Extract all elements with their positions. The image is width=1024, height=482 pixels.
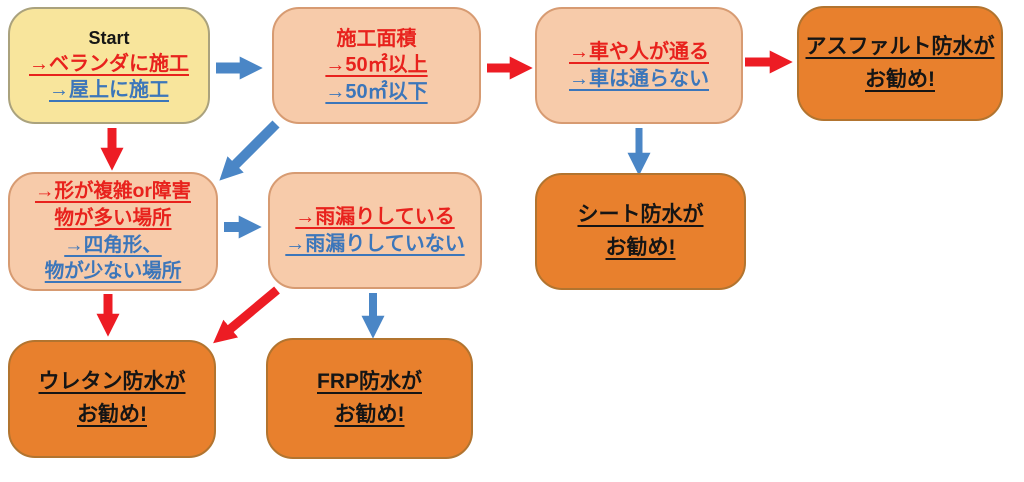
shape-option-complex-line1: →形が複雑or障害 [34,179,191,202]
shape-option-square-line1: →四角形、 [64,233,162,256]
urethane-line1: ウレタン防水が [38,370,186,394]
node-result-urethane: ウレタン防水が お勧め! [8,340,216,458]
frp-line1: FRP防水が [317,369,422,393]
node-result-asphalt: アスファルト防水が お勧め! [797,6,1003,121]
shape-option-complex-line2: 物が多い場所 [54,206,172,229]
shape-option-square-line2: 物が少ない場所 [44,260,182,283]
start-option-veranda: →ベランダに施工 [29,52,189,75]
node-leak: →雨漏りしている →雨漏りしていない [268,172,482,289]
arrow-area-to-shape [219,120,280,181]
start-option-rooftop: →屋上に施工 [49,79,169,102]
node-traffic: →車や人が通る →車は通らない [535,7,743,124]
node-result-frp: FRP防水が お勧め! [266,338,473,459]
asphalt-line1: アスファルト防水が [805,34,995,58]
urethane-line2: お勧め! [77,403,147,426]
traffic-option-no-cars: →車は通らない [569,67,709,90]
area-option-under-50: →50㎡以下 [325,80,428,103]
sheet-line2: お勧め! [605,235,676,259]
traffic-option-cars-pass: →車や人が通る [569,41,709,64]
arrow-leak-to-urethane [213,286,280,344]
start-title: Start [88,28,130,49]
node-result-sheet: シート防水が お勧め! [535,173,746,290]
node-construction-area: 施工面積 →50㎡以上 →50㎡以下 [272,7,481,124]
area-option-over-50: →50㎡以上 [325,54,428,77]
frp-line2: お勧め! [334,402,405,426]
asphalt-line2: お勧め! [865,67,935,91]
sheet-line1: シート防水が [577,202,704,226]
leak-option-leaking: →雨漏りしている [295,206,455,229]
leak-option-not-leaking: →雨漏りしていない [285,232,465,255]
node-start: Start →ベランダに施工 →屋上に施工 [8,7,210,124]
area-title: 施工面積 [336,27,417,50]
node-shape: →形が複雑or障害 物が多い場所 →四角形、 物が少ない場所 [8,172,218,291]
